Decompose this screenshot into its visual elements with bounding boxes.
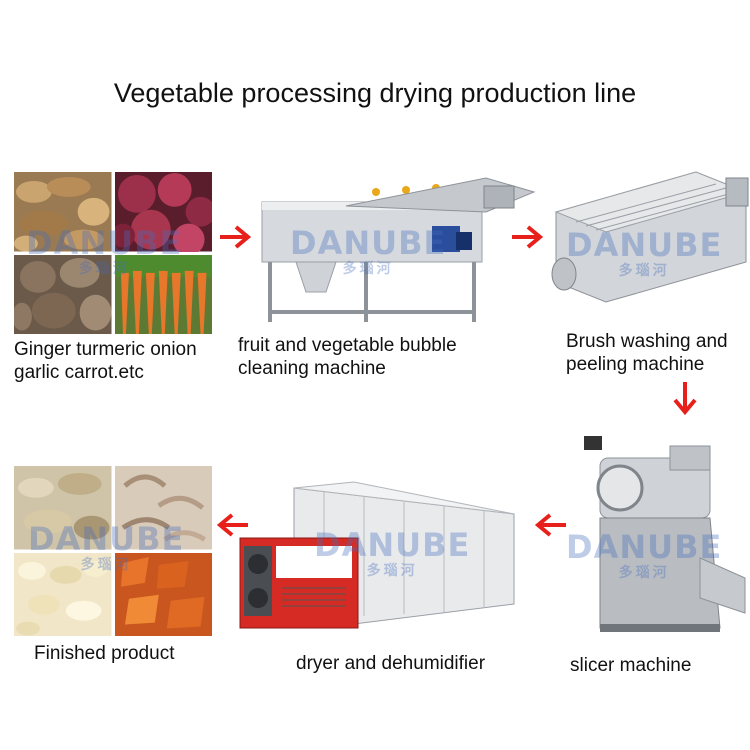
carrot-photo — [114, 254, 212, 334]
dried-onion-photo — [114, 466, 212, 550]
dried-garlic-photo — [14, 552, 112, 636]
arrow-left-icon — [534, 513, 566, 537]
arrow-left-icon — [216, 513, 248, 537]
arrow-down-icon — [673, 382, 697, 416]
dried-carrot-photo — [114, 552, 212, 636]
page-title: Vegetable processing drying production l… — [113, 78, 637, 108]
ginger-photo — [14, 172, 112, 252]
arrow-right-icon — [512, 225, 544, 249]
step-label-slicer: slicer machine — [570, 655, 692, 676]
arrow-right-icon — [220, 225, 252, 249]
onion-photo — [114, 172, 212, 252]
step-label-dryer: dryer and dehumidifier — [296, 653, 486, 674]
taro-photo — [14, 254, 112, 334]
dried-ginger-photo — [14, 466, 112, 550]
step-label-finished-product: Finished product — [34, 643, 175, 664]
